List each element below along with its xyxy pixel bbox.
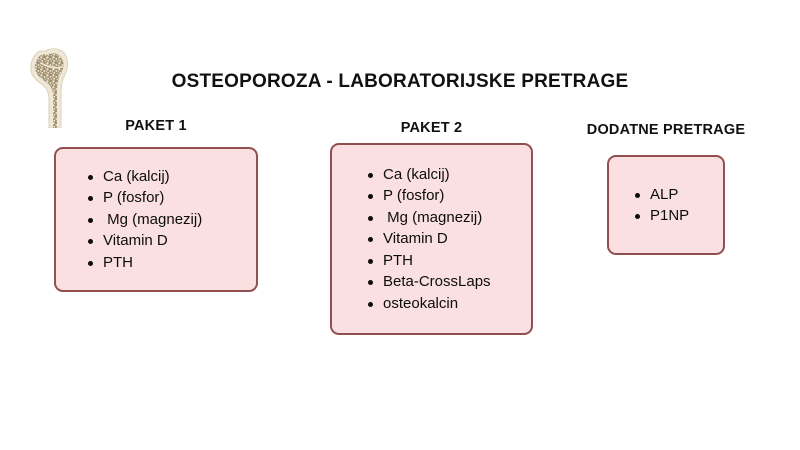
list-item: Ca (kalcij)	[366, 164, 491, 186]
section-title-dodatne-pretrage: DODATNE PRETRAGE	[586, 122, 746, 138]
list-item: P1NP	[633, 205, 689, 227]
list-item: PTH	[366, 250, 491, 272]
panel-dodatne-pretrage: ALP P1NP	[607, 155, 725, 255]
section-dodatne-pretrage: DODATNE PRETRAGE ALP P1NP	[570, 122, 762, 255]
list-item: P (fosfor)	[86, 187, 202, 209]
list-item: P (fosfor)	[366, 185, 491, 207]
panel-paket-2: Ca (kalcij) P (fosfor) Mg (magnezij) Vit…	[330, 143, 533, 335]
section-paket-1: PAKET 1 Ca (kalcij) P (fosfor) Mg (magne…	[54, 118, 258, 292]
list-item: Vitamin D	[86, 230, 202, 252]
page-title: OSTEOPOROZA - LABORATORIJSKE PRETRAGE	[171, 71, 629, 92]
section-title-paket-1: PAKET 1	[125, 118, 187, 134]
list-item: Ca (kalcij)	[86, 166, 202, 188]
list-item: Beta-CrossLaps	[366, 271, 491, 293]
list-item: PTH	[86, 252, 202, 274]
test-list-dodatne-pretrage: ALP P1NP	[633, 184, 689, 227]
section-title-paket-2: PAKET 2	[400, 120, 463, 136]
test-list-paket-1: Ca (kalcij) P (fosfor) Mg (magnezij) Vit…	[86, 166, 202, 274]
list-item: osteokalcin	[366, 293, 491, 315]
test-list-paket-2: Ca (kalcij) P (fosfor) Mg (magnezij) Vit…	[366, 164, 491, 315]
list-item: ALP	[633, 184, 689, 206]
femur-bone-icon	[22, 44, 74, 129]
section-paket-2: PAKET 2 Ca (kalcij) P (fosfor) Mg (magne…	[330, 120, 533, 335]
list-item: Vitamin D	[366, 228, 491, 250]
panel-paket-1: Ca (kalcij) P (fosfor) Mg (magnezij) Vit…	[54, 147, 258, 292]
list-item: Mg (magnezij)	[366, 207, 491, 229]
list-item: Mg (magnezij)	[86, 209, 202, 231]
